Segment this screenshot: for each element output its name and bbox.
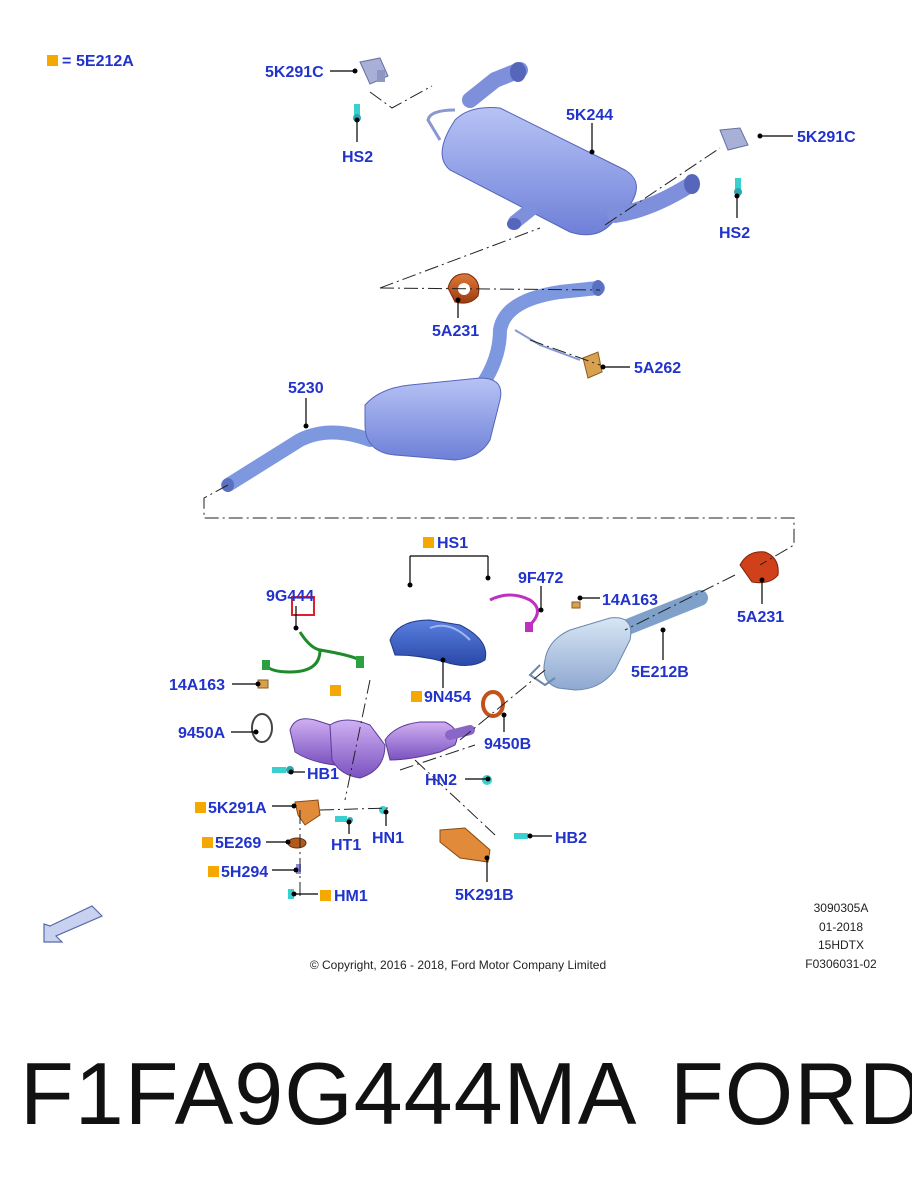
- label-9g444: 9G444: [266, 588, 314, 605]
- label-5e269: 5E269: [215, 835, 261, 852]
- intermediate-pipe-5230: [221, 280, 605, 492]
- label-hb1: HB1: [307, 766, 339, 783]
- exhaust-system-diagram: = 5E212A: [43, 53, 877, 972]
- label-hs1: HS1: [437, 535, 468, 552]
- label-5k291c-left: 5K291C: [265, 64, 324, 81]
- bolt-5h294: [296, 864, 301, 874]
- legend-equals: =: [62, 53, 71, 70]
- fastener-hb2: [514, 833, 528, 839]
- label-hn2: HN2: [425, 772, 457, 789]
- bracket-5k291c-right: [719, 127, 749, 151]
- info-line-1: 3090305A: [814, 901, 869, 915]
- label-5k291c-right: 5K291C: [797, 129, 856, 146]
- label-9n454: 9N454: [424, 689, 471, 706]
- label-5k291a: 5K291A: [208, 800, 267, 817]
- label-hn1: HN1: [372, 830, 404, 847]
- marker-5h294: [208, 866, 219, 877]
- label-hm1: HM1: [334, 888, 368, 905]
- marker-hm1: [320, 890, 331, 901]
- marker-9n454: [411, 691, 422, 702]
- fitting-14a163-right: [571, 601, 581, 609]
- fastener-hm1: [288, 889, 294, 899]
- legend-square: [47, 55, 58, 66]
- label-14a163-left: 14A163: [169, 677, 225, 694]
- copyright-text: © Copyright, 2016 - 2018, Ford Motor Com…: [310, 958, 606, 972]
- label-5a231-lower: 5A231: [737, 609, 784, 626]
- bracket-5k291b: [439, 827, 491, 863]
- heat-shield-9n454: [389, 619, 487, 666]
- label-hs2-left: HS2: [342, 149, 373, 166]
- label-5a262: 5A262: [634, 360, 681, 377]
- label-5h294: 5H294: [221, 864, 268, 881]
- part-number: F1FA9G444MA: [20, 1044, 638, 1143]
- brand-name: FORD: [670, 1044, 912, 1143]
- label-5a231-upper: 5A231: [432, 323, 479, 340]
- label-hb2: HB2: [555, 830, 587, 847]
- info-line-4: F0306031-02: [805, 957, 877, 971]
- info-line-2: 01-2018: [819, 920, 863, 934]
- label-9f472: 9F472: [518, 570, 563, 587]
- label-5e212b: 5E212B: [631, 664, 689, 681]
- marker-hs1: [423, 537, 434, 548]
- clamp-5a231-lower: [739, 551, 779, 584]
- label-ht1: HT1: [331, 837, 361, 854]
- bracket-5k291a: [294, 799, 321, 826]
- legend-code: 5E212A: [76, 53, 134, 70]
- label-9450b: 9450B: [484, 736, 531, 753]
- marker-5e269: [202, 837, 213, 848]
- label-5k244: 5K244: [566, 107, 613, 124]
- isolator-5e269: [287, 837, 307, 849]
- rear-muffler-5k244: [426, 62, 700, 236]
- label-14a163-right: 14A163: [602, 592, 658, 609]
- centerlines: [203, 85, 795, 900]
- direction-arrow-icon: [43, 905, 104, 943]
- bracket-5k291c-left: [359, 57, 389, 85]
- fastener-hs2-right: [734, 178, 742, 196]
- isolator-5a262: [582, 351, 603, 379]
- label-9450a: 9450A: [178, 725, 226, 742]
- catalytic-converter: [289, 718, 475, 779]
- marker-cat: [330, 685, 341, 696]
- label-5230: 5230: [288, 380, 324, 397]
- marker-5k291a: [195, 802, 206, 813]
- info-line-3: 15HDTX: [818, 938, 864, 952]
- highlight-box-9g444: [291, 596, 315, 616]
- gasket-9450a: [251, 713, 273, 743]
- sensor-9g444: [262, 631, 364, 674]
- sensor-9f472: [489, 593, 539, 632]
- dpf-5e212b: [528, 590, 708, 691]
- leader-lines: [231, 68, 793, 897]
- label-hs2-right: HS2: [719, 225, 750, 242]
- label-5k291b: 5K291B: [455, 887, 514, 904]
